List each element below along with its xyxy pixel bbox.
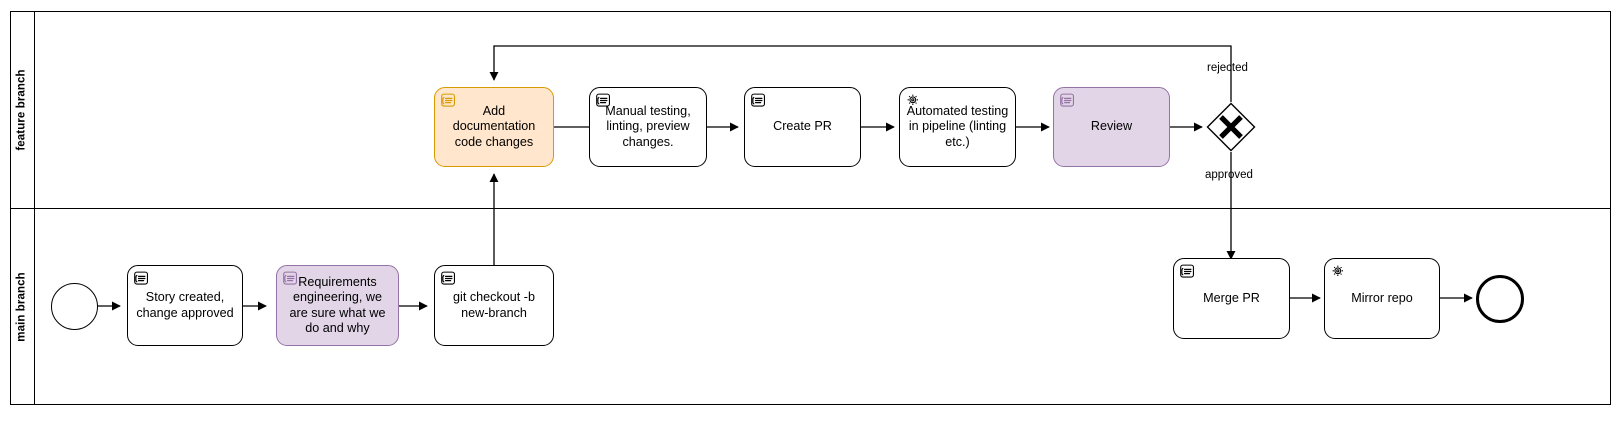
task-story-created-label: Story created, change approved bbox=[136, 290, 234, 320]
task-automated-testing[interactable]: Automated testing in pipeline (linting e… bbox=[899, 87, 1016, 167]
task-manual-testing-label: Manual testing, linting, preview changes… bbox=[605, 103, 691, 149]
flow-label-rejected-text: rejected bbox=[1207, 62, 1248, 74]
manual-task-icon bbox=[133, 270, 150, 287]
lane-header-separator bbox=[34, 11, 35, 405]
lane-label-main-branch-text: main branch bbox=[16, 271, 29, 342]
task-mirror-repo[interactable]: Mirror repo bbox=[1324, 258, 1440, 339]
task-automated-testing-label: Automated testing in pipeline (linting e… bbox=[906, 103, 1009, 149]
task-mirror-repo-label: Mirror repo bbox=[1351, 290, 1413, 305]
flow-label-rejected: rejected bbox=[1207, 62, 1248, 74]
manual-task-icon bbox=[1179, 263, 1196, 280]
start-event[interactable] bbox=[51, 283, 98, 330]
task-git-checkout-label: git checkout -b new-branch bbox=[453, 290, 535, 320]
lane-label-feature-branch: feature branch bbox=[10, 11, 34, 208]
task-add-documentation[interactable]: Add documentation code changes bbox=[434, 87, 554, 167]
task-story-created[interactable]: Story created, change approved bbox=[127, 265, 243, 346]
task-manual-testing[interactable]: Manual testing, linting, preview changes… bbox=[589, 87, 707, 167]
task-merge-pr[interactable]: Merge PR bbox=[1173, 258, 1290, 339]
lane-divider bbox=[10, 208, 1611, 209]
task-add-documentation-label: Add documentation code changes bbox=[452, 103, 536, 149]
service-task-icon bbox=[1330, 263, 1347, 280]
exclusive-gateway[interactable] bbox=[1206, 102, 1256, 152]
flow-gateway-rejected-to-add-documentation bbox=[489, 45, 1232, 102]
manual-task-icon bbox=[1059, 92, 1076, 109]
manual-task-icon bbox=[440, 270, 457, 287]
lane-label-feature-branch-text: feature branch bbox=[16, 68, 29, 151]
task-git-checkout[interactable]: git checkout -b new-branch bbox=[434, 265, 554, 346]
flow-label-approved: approved bbox=[1205, 169, 1253, 181]
task-merge-pr-label: Merge PR bbox=[1203, 290, 1260, 305]
task-create-pr[interactable]: Create PR bbox=[744, 87, 861, 167]
task-review[interactable]: Review bbox=[1053, 87, 1170, 167]
task-review-label: Review bbox=[1090, 119, 1133, 134]
manual-task-icon bbox=[750, 92, 767, 109]
lane-label-main-branch: main branch bbox=[10, 208, 34, 405]
task-requirements-engineering-label: Requirements engineering, we are sure wh… bbox=[289, 274, 386, 336]
flow-label-approved-text: approved bbox=[1205, 169, 1253, 181]
task-requirements-engineering[interactable]: Requirements engineering, we are sure wh… bbox=[276, 265, 399, 346]
end-event[interactable] bbox=[1476, 275, 1524, 323]
task-create-pr-label: Create PR bbox=[773, 119, 832, 134]
